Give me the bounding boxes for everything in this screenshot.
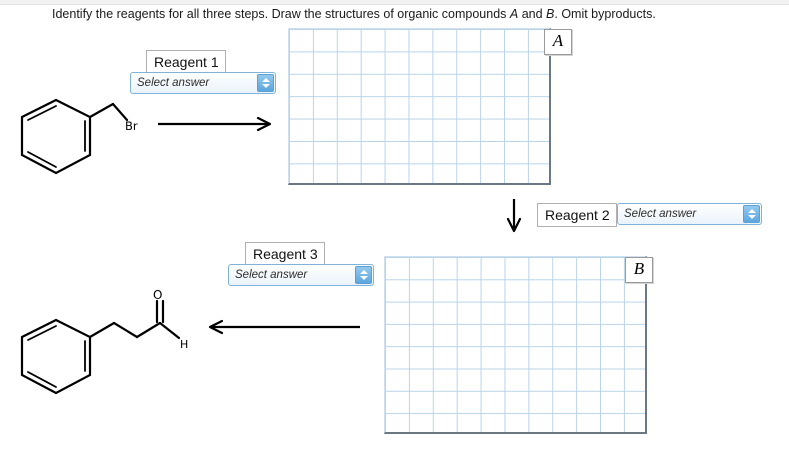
chevron-up-icon — [261, 78, 270, 82]
aldehyde-hydrogen-label: H — [180, 338, 188, 351]
chevron-down-icon — [359, 276, 368, 280]
step1-arrow — [158, 116, 272, 132]
reagent-1-label: Reagent 1 — [146, 50, 226, 74]
reagent-2-select-value: Select answer — [624, 208, 697, 220]
answer-grid-a[interactable] — [288, 28, 551, 185]
phenylpropanal-structure — [20, 299, 181, 395]
prompt-part-1: Identify the reagents for all three step… — [52, 7, 510, 21]
answer-label-b: B — [625, 257, 653, 283]
oxygen-atom-label: O — [153, 288, 162, 302]
answer-grid-b[interactable] — [384, 256, 647, 434]
prompt-compound-b: B — [546, 7, 555, 21]
reagent-3-select[interactable]: Select answer — [228, 264, 374, 286]
reagent-3-select-value: Select answer — [235, 269, 308, 281]
reagent-1-spinner-icon[interactable] — [257, 74, 274, 92]
step3-arrow — [208, 319, 360, 335]
reagent-3-spinner-icon[interactable] — [355, 266, 372, 284]
reagent-3-label: Reagent 3 — [245, 242, 325, 266]
prompt-part-2: and — [518, 7, 547, 21]
benzyl-bromide-structure — [20, 98, 129, 175]
reagent-2-spinner-icon[interactable] — [743, 205, 760, 223]
chevron-up-icon — [359, 270, 368, 274]
reagent-1-select[interactable]: Select answer — [130, 72, 276, 94]
reagent-1-select-value: Select answer — [137, 77, 210, 89]
prompt-text: Identify the reagents for all three step… — [52, 6, 782, 22]
chevron-down-icon — [261, 84, 270, 88]
reagent-2-select[interactable]: Select answer — [617, 203, 762, 225]
chevron-down-icon — [747, 215, 756, 219]
step2-arrow — [506, 199, 522, 233]
prompt-compound-a: A — [509, 7, 519, 21]
window-top-strip — [0, 0, 789, 5]
reagent-2-label: Reagent 2 — [537, 203, 617, 227]
prompt-part-3: . Omit byproducts. — [554, 7, 656, 21]
chevron-up-icon — [747, 209, 756, 213]
answer-label-a: A — [544, 29, 572, 55]
bromine-atom-label: Br — [125, 119, 138, 133]
